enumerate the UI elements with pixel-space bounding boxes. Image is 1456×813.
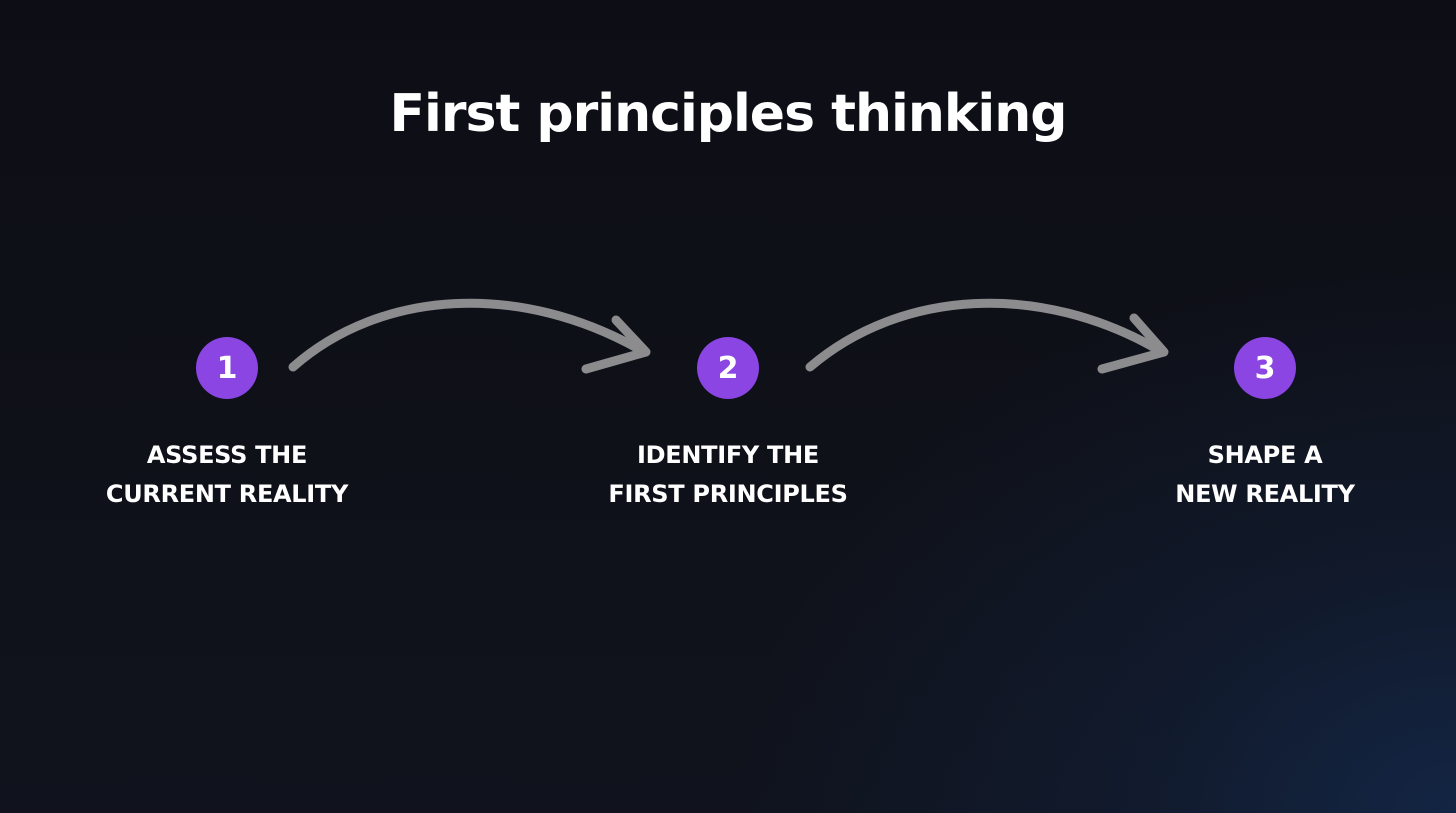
step-3-label: SHAPE A NEW REALITY bbox=[1085, 436, 1445, 514]
step-3-label-line-2: NEW REALITY bbox=[1175, 480, 1355, 508]
step-1-label-line-1: ASSESS THE bbox=[146, 441, 308, 469]
step-3-number-badge: 3 bbox=[1234, 337, 1296, 399]
step-3-label-line-1: SHAPE A bbox=[1207, 441, 1323, 469]
page-title: First principles thinking bbox=[389, 84, 1068, 144]
step-1-label-line-2: CURRENT REALITY bbox=[105, 480, 349, 508]
curved-arrow-icon bbox=[288, 298, 651, 374]
step-2-label-line-1: IDENTIFY THE bbox=[636, 441, 819, 469]
step-1-label: ASSESS THE CURRENT REALITY bbox=[47, 436, 407, 514]
step-1-number-badge: 1 bbox=[196, 337, 258, 399]
curved-arrow-icon bbox=[805, 298, 1169, 374]
step-2-label: IDENTIFY THE FIRST PRINCIPLES bbox=[548, 436, 908, 514]
step-2-label-line-2: FIRST PRINCIPLES bbox=[608, 480, 848, 508]
step-2-number-badge: 2 bbox=[697, 337, 759, 399]
